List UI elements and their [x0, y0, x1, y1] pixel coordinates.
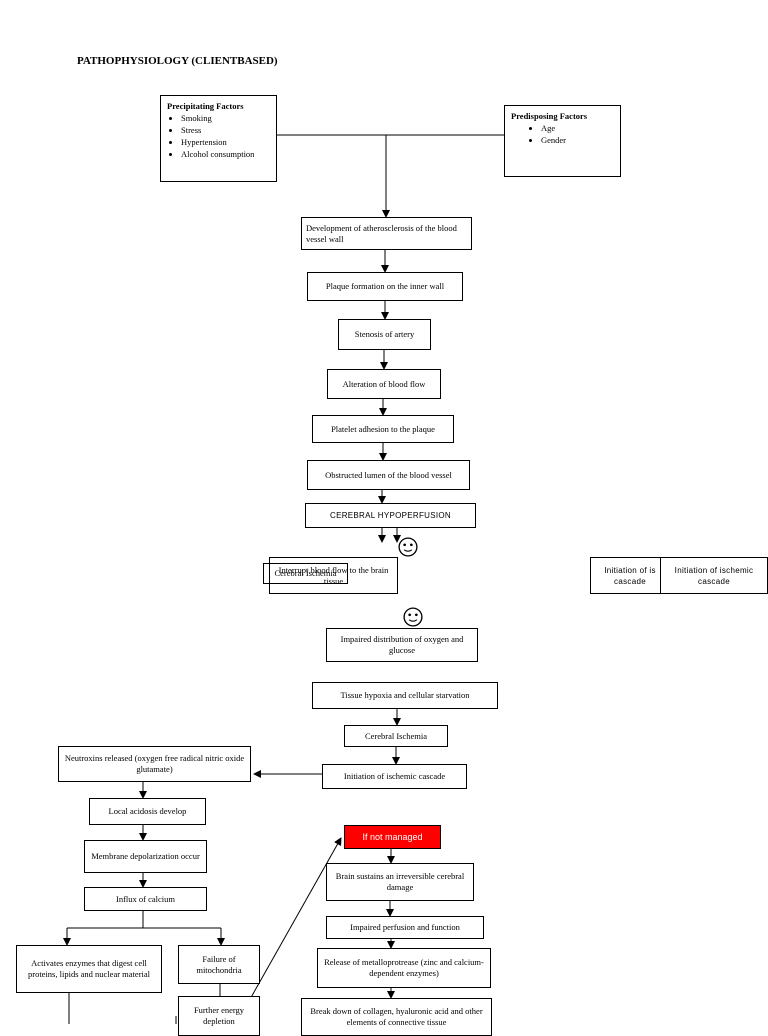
step-interrupt: Interrupt blood flow to the brain tissue [269, 557, 398, 594]
step-obstructed: Obstructed lumen of the blood vessel [307, 460, 470, 490]
step-plaque: Plaque formation on the inner wall [307, 272, 463, 301]
smiley-icon [403, 607, 423, 627]
step-breakdown: Break down of collagen, hyaluronic acid … [301, 998, 492, 1036]
predisposing-heading: Predisposing Factors [511, 111, 588, 121]
precipitating-heading: Precipitating Factors [167, 101, 244, 111]
page-title: PATHOPHYSIOLOGY (CLIENTBASED) [77, 55, 278, 67]
step-stenosis: Stenosis of artery [338, 319, 431, 350]
factor-item: Hypertension [181, 136, 270, 148]
step-irreversible: Brain sustains an irreversible cerebral … [326, 863, 474, 901]
step-metalloprotease: Release of metalloprotrease (zinc and ca… [317, 948, 491, 988]
factor-item: Age [541, 122, 614, 134]
step-platelet: Platelet adhesion to the plaque [312, 415, 454, 443]
step-impaired-distribution: Impaired distribution of oxygen and gluc… [326, 628, 478, 662]
step-energy: Further energy depletion [178, 996, 260, 1036]
step-depolarization: Membrane depolarization occur [84, 840, 207, 873]
step-impaired-perfusion: Impaired perfusion and function [326, 916, 484, 939]
step-acidosis: Local acidosis develop [89, 798, 206, 825]
smiley-icon [398, 537, 418, 557]
step-tissue-hypoxia: Tissue hypoxia and cellular starvation [312, 682, 498, 709]
step-not-managed: If not managed [344, 825, 441, 849]
factor-item: Smoking [181, 112, 270, 124]
step-hypoperfusion: CEREBRAL HYPOPERFUSION [305, 503, 476, 528]
step-alteration: Alteration of blood flow [327, 369, 441, 399]
step-calcium-influx: Influx of calcium [84, 887, 207, 911]
step-initiation-right: Initiation of ischemic cascade [660, 557, 768, 594]
step-cerebral-ischemia-overlap: Cerebral Ischemia [263, 563, 348, 584]
step-cerebral-ischemia: Cerebral Ischemia [344, 725, 448, 747]
predisposing-factors-box: Predisposing Factors Age Gender [504, 105, 621, 177]
step-neurotoxins: Neutroxins released (oxygen free radical… [58, 746, 251, 782]
step-initiation-main: Initiation of ischemic cascade [322, 764, 467, 789]
factor-item: Stress [181, 124, 270, 136]
step-enzymes: Activates enzymes that digest cell prote… [16, 945, 162, 993]
step-mitochondria: Failure of mitochondria [178, 945, 260, 984]
precipitating-factors-box: Precipitating Factors Smoking Stress Hyp… [160, 95, 277, 182]
step-initiation-cut: Initiation of is cascade [590, 557, 670, 594]
factor-item: Alcohol consumption [181, 148, 270, 160]
factor-item: Gender [541, 134, 614, 146]
step-atherosclerosis: Development of atherosclerosis of the bl… [301, 217, 472, 250]
